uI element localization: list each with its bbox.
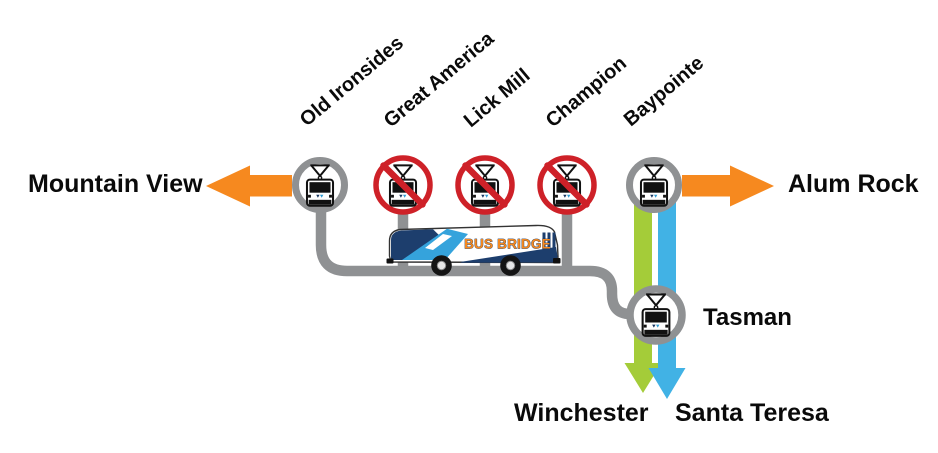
bus-rear-stripe: [460, 247, 558, 263]
station-great-america-closed: [373, 155, 433, 215]
no-service-slash: [380, 162, 426, 208]
bus-vent: [542, 232, 546, 250]
bus-vent: [552, 232, 556, 248]
bus-wheel-rear: [500, 255, 521, 276]
winchester-label: Winchester: [514, 399, 649, 427]
santa-teresa-label: Santa Teresa: [675, 399, 829, 427]
mountain-view-label: Mountain View: [28, 170, 203, 198]
eastbound-alum-rock-arrow: [682, 165, 774, 207]
tasman-label: Tasman: [703, 304, 792, 331]
station-old-ironsides: [292, 157, 348, 213]
no-service-slash: [544, 162, 590, 208]
bus-rear-bumper: [553, 258, 561, 264]
bus-bridge-route-line: [315, 209, 635, 320]
bus-vent: [547, 232, 551, 249]
bus-vta-logo: [425, 234, 452, 250]
alum-rock-label: Alum Rock: [788, 170, 919, 198]
bus-front-bumper: [386, 258, 394, 264]
station-champion-closed: [537, 155, 597, 215]
station-lick-mill-closed: [455, 155, 515, 215]
bus-bridge-bus: BUS BRIDGE: [386, 224, 561, 276]
station-tasman: [626, 285, 686, 345]
station-baypointe: [626, 157, 682, 213]
bus-bridge-label: BUS BRIDGE: [464, 237, 551, 252]
bus-wheel-front: [431, 255, 452, 276]
no-service-slash: [462, 162, 508, 208]
westbound-mountain-view-arrow: [206, 165, 292, 207]
